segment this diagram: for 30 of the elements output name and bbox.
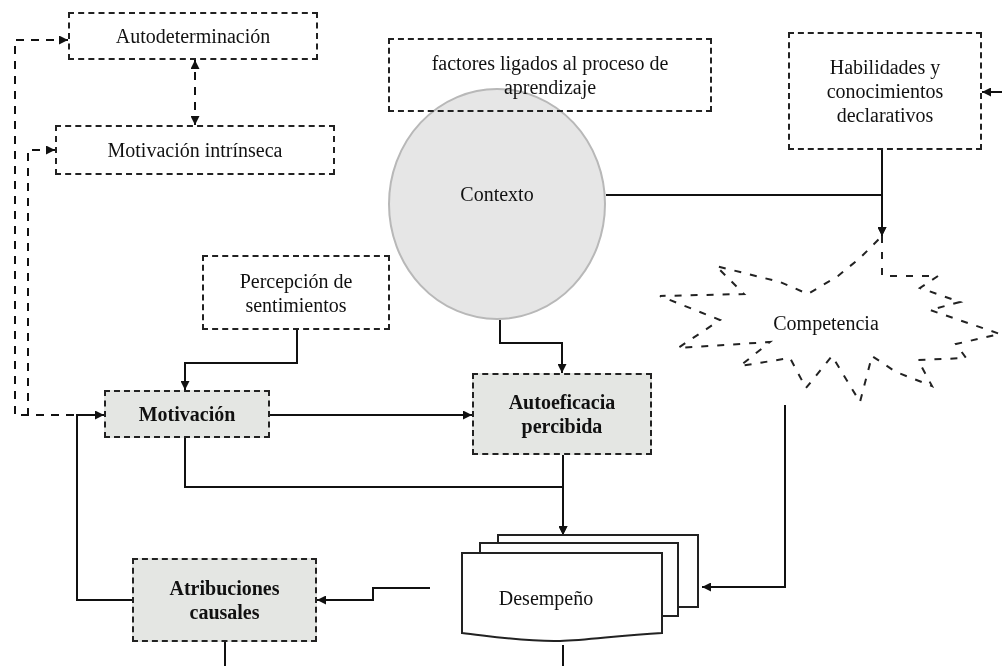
box-label: Atribuciones causales [168,576,281,624]
box-label: Percepción de sentimientos [238,268,354,317]
arrow [877,149,887,237]
box-label: Autoeficacia percibida [507,390,617,438]
box-label: Habilidades y conocimientos declarativos [825,55,945,127]
shaded-box [132,558,317,642]
arrow [316,587,431,605]
box-label: Motivación [138,402,236,426]
arrow [76,410,133,601]
arrow [180,329,298,391]
dashed-box [68,12,318,60]
arrow [269,410,473,420]
dashed-box [55,125,335,175]
connector-line [562,644,564,666]
arrow [499,319,567,374]
arrow [701,404,786,592]
shaded-box [472,373,652,455]
dashed-arrow [190,59,200,126]
box-label: Motivación intrínseca [107,138,283,162]
arrow [981,87,1002,97]
shaded-box [104,390,270,438]
box-label: Autodeterminación [115,24,271,48]
box-label: factores ligados al proceso de aprendizaje [430,51,670,99]
shape-label: Competencia [773,310,879,335]
connector-line [224,641,226,666]
dashed-box [202,255,390,330]
dashed-box [788,32,982,150]
shape-label: Desempeño [498,586,594,610]
shape-label: Contexto [460,182,534,206]
arrow [558,454,568,536]
